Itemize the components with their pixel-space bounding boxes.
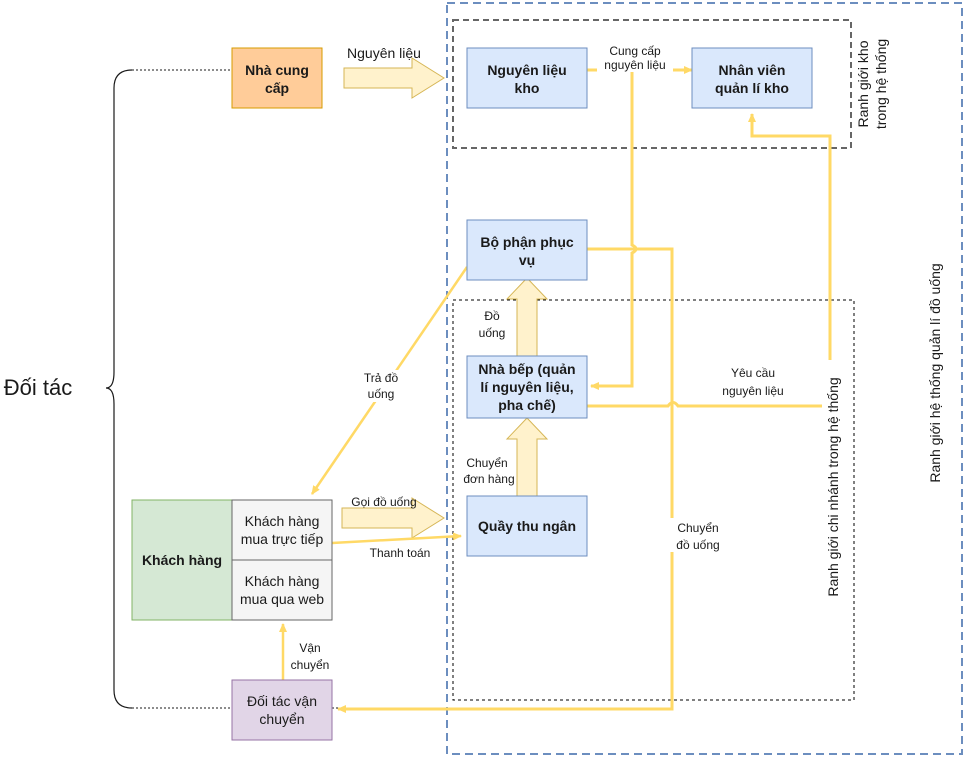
shipping-partner-node: [231, 679, 333, 741]
kitchen-label-3: pha chế): [498, 397, 556, 413]
system-boundary-label: Ranh giới hệ thống quản lí đồ uống: [927, 263, 943, 482]
label-transfer-order-2: đơn hàng: [463, 472, 514, 486]
service-label-1: Bộ phận phục: [480, 234, 574, 250]
cashier-label: Quầy thu ngân: [478, 518, 576, 534]
label-transfer-drinks-2: đồ uống: [676, 538, 719, 552]
customer-direct-node: [231, 499, 333, 561]
label-bg-payment: [363, 545, 439, 561]
label-return-drinks-1: Trả đồ: [364, 371, 399, 385]
kitchen-label-2: lí nguyên liệu,: [480, 379, 573, 395]
fat-arrow-drinks: [505, 277, 549, 357]
label-drinks-2: uống: [479, 326, 506, 340]
warehouse-boundary-label-2: trong hệ thống: [873, 39, 889, 129]
warehouse-boundary: [452, 19, 852, 149]
label-request-1: Yêu cầu: [731, 366, 775, 380]
warehouse-staff-label-1: Nhân viên: [719, 62, 786, 78]
label-order-drinks: Gọi đồ uống: [351, 495, 416, 509]
kitchen-label-1: Nhà bếp (quản: [478, 361, 575, 377]
label-raw-materials: Nguyên liệu: [347, 45, 421, 61]
supplier-node: [231, 47, 323, 109]
label-bg-return: [357, 370, 405, 402]
branch-boundary-label: Ranh giới chi nhánh trong hệ thống: [825, 377, 841, 596]
warehouse-materials-node: [466, 47, 588, 109]
shipping-partner-label-1: Đối tác vận: [247, 693, 317, 709]
warehouse-staff-node: [691, 47, 813, 109]
label-transfer-order-1: Chuyển: [466, 456, 507, 470]
label-shipping-1: Vận: [299, 641, 320, 655]
flow-payment: [331, 532, 462, 545]
fat-arrow-raw-materials: [343, 57, 445, 99]
branch-boundary: [452, 299, 855, 701]
customer-direct-label-2: mua trực tiếp: [241, 531, 324, 547]
supplier-label-1: Nhà cung: [245, 62, 309, 78]
warehouse-staff-label-2: quản lí kho: [715, 80, 789, 96]
label-supply-1: Cung cấp: [609, 44, 661, 58]
label-bg-branch: [822, 360, 842, 615]
partners-label: Đối tác: [4, 375, 72, 400]
shipping-partner-label-2: chuyển: [259, 711, 304, 727]
customer-web-label-1: Khách hàng: [245, 573, 320, 589]
customer-web-node: [231, 559, 333, 621]
flow-supply-to-kitchen: [590, 72, 638, 390]
cashier-node: [466, 495, 588, 557]
label-bg-supply: [597, 42, 673, 72]
fat-arrow-transfer-order: [505, 417, 549, 497]
label-shipping-2: chuyển: [291, 658, 330, 672]
label-transfer-drinks-1: Chuyển: [677, 521, 718, 535]
flow-transfer-drinks: [337, 247, 674, 713]
kitchen-node: [466, 355, 588, 419]
flow-request-materials: [587, 113, 832, 408]
customer-direct-label-1: Khách hàng: [245, 513, 320, 529]
label-drinks-1: Đồ: [484, 309, 500, 323]
customer-web-label-2: mua qua web: [240, 591, 324, 607]
customer-node: [131, 499, 233, 621]
label-payment: Thanh toán: [370, 546, 431, 560]
fat-arrow-order-drinks: [341, 497, 445, 539]
warehouse-materials-label-1: Nguyên liệu: [487, 62, 566, 78]
service-node: [466, 219, 588, 281]
customer-label: Khách hàng: [142, 552, 222, 568]
system-boundary: [446, 2, 963, 755]
warehouse-materials-label-2: kho: [515, 80, 540, 96]
service-label-2: vụ: [519, 252, 535, 268]
label-request-2: nguyên liệu: [722, 384, 783, 398]
partners-bracket: [105, 69, 133, 709]
supplier-label-2: cấp: [265, 80, 289, 96]
label-bg-transfer-drinks: [670, 518, 728, 552]
label-supply-2: nguyên liệu: [604, 58, 665, 72]
label-return-drinks-2: uống: [368, 387, 395, 401]
warehouse-boundary-label-1: Ranh giới kho: [855, 40, 871, 127]
